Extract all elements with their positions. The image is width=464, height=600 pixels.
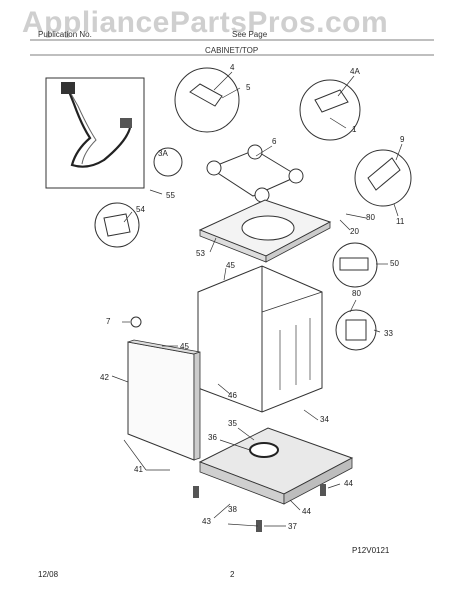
callout-label: 34	[320, 415, 329, 424]
base-seal	[249, 442, 279, 458]
power-cord-wire	[64, 83, 132, 168]
callout-label: 80	[366, 213, 375, 222]
callout-label: 37	[288, 522, 297, 531]
callout-label: 45	[226, 261, 235, 270]
connector-icon	[120, 118, 132, 128]
detail-circle-4	[174, 67, 240, 133]
part-7	[130, 316, 142, 328]
callout-label: 41	[134, 465, 143, 474]
drawing-code: P12V0121	[352, 546, 390, 555]
lid-opening	[241, 215, 295, 241]
callout-label: 50	[390, 259, 399, 268]
callout-label: 36	[208, 433, 217, 442]
cabinet-body	[197, 265, 323, 413]
base-frame	[198, 427, 354, 495]
callout-label: 46	[228, 391, 237, 400]
watermark: AppliancePartsPros.com	[22, 6, 389, 39]
front-panel	[127, 341, 195, 461]
callout-label: 55	[166, 191, 175, 200]
foot-front	[256, 520, 262, 532]
callout-label: 53	[196, 249, 205, 258]
callout-label: 42	[100, 373, 109, 382]
callout-label: 7	[106, 317, 111, 326]
callout-label: 9	[400, 135, 405, 144]
callout-label: 35	[228, 419, 237, 428]
footer-date: 12/08	[38, 570, 59, 579]
callout-label: 45	[180, 342, 189, 351]
callout-label: 44	[344, 479, 353, 488]
detail-circle-50	[332, 242, 378, 288]
callout-label: 54	[136, 205, 145, 214]
foot-left	[193, 486, 199, 498]
callout-label: 33	[384, 329, 393, 338]
callout-label: 20	[350, 227, 359, 236]
footer-page: 2	[230, 570, 235, 579]
callout-label: 11	[396, 217, 405, 226]
detail-circle-4a	[299, 79, 361, 141]
callout-label: 4	[230, 63, 235, 72]
header-see-page: See Page	[232, 30, 268, 39]
callout-label: 4A	[350, 67, 360, 76]
callout-label: 80	[352, 289, 361, 298]
callout-label: 43	[202, 517, 211, 526]
plug-icon	[61, 82, 75, 94]
power-cord-wire-2	[65, 83, 97, 165]
leader-lines	[111, 71, 403, 527]
header-publication: Publication No.	[38, 30, 92, 39]
detail-circle-54	[94, 202, 140, 248]
detail-circle-33	[335, 309, 377, 351]
detail-circle-9	[354, 149, 412, 207]
callout-label: 38	[228, 505, 237, 514]
power-cord-box	[45, 77, 145, 189]
foot-right	[320, 484, 326, 496]
callout-label: 44	[302, 507, 311, 516]
callout-label: 3A	[158, 149, 168, 158]
detail-circle-3a	[153, 147, 183, 177]
callout-label: 6	[272, 137, 277, 146]
callout-label: 5	[246, 83, 251, 92]
callout-label: 1	[352, 125, 357, 134]
section-title: CABINET/TOP	[205, 46, 259, 55]
